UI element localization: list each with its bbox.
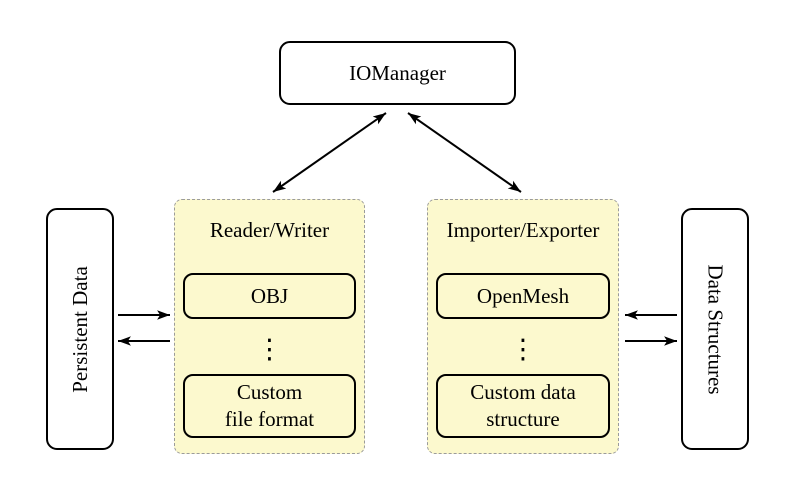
importer-exporter-title: Importer/Exporter [446,218,600,242]
persistent-data-label: Persistent Data [67,265,92,393]
data-structures-node: Data Structures [681,208,749,450]
vertical-ellipsis-icon: ⋮ [509,334,537,365]
data-structures-label: Data Structures [703,263,728,395]
importer-exporter-panel: Importer/Exporter OpenMesh ⋮ Custom data… [427,199,619,454]
io-manager-label: IOManager [349,60,446,85]
persistent-data-node: Persistent Data [46,208,114,450]
custom-file-format-node: Custom file format [183,374,356,438]
custom-data-structure-label: Custom data structure [470,380,576,431]
openmesh-label: OpenMesh [476,283,570,308]
io-manager-node: IOManager [279,41,516,105]
obj-node: OBJ [183,273,356,319]
obj-label: OBJ [250,283,289,308]
custom-file-format-label: Custom file format [224,380,315,431]
vertical-ellipsis-icon: ⋮ [256,334,283,365]
custom-data-structure-node: Custom data structure [436,374,610,438]
reader-writer-panel: Reader/Writer OBJ ⋮ Custom file format [174,199,365,454]
arrow-iomanager-importerexporter [407,112,522,193]
arrow-iomanager-readerwriter [272,112,387,193]
reader-writer-title: Reader/Writer [209,218,330,242]
openmesh-node: OpenMesh [436,273,610,319]
